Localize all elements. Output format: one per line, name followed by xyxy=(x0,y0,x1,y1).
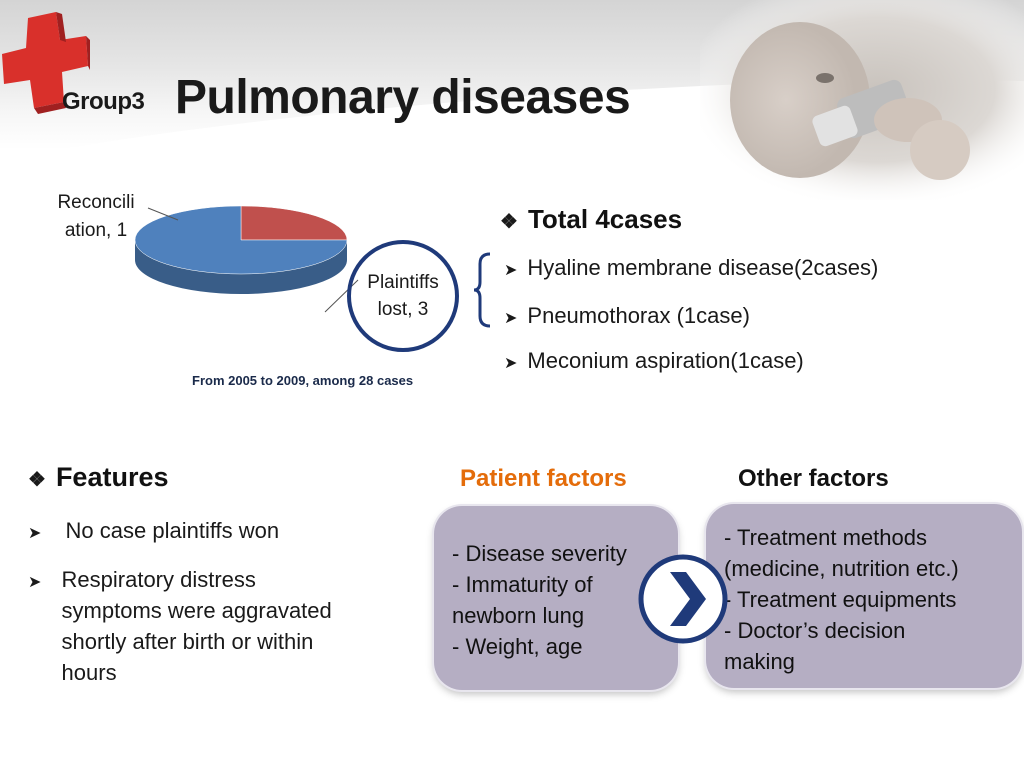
summary-item-text: Hyaline membrane disease(2cases) xyxy=(527,255,879,280)
pie-slice-0 xyxy=(240,205,348,241)
chart-note: From 2005 to 2009, among 28 cases xyxy=(192,373,414,388)
pie-slice-1 xyxy=(134,205,348,275)
plaintiffs-lost-label-line1: Plaintiffs xyxy=(367,272,438,293)
patient-factor-line: - Weight, age xyxy=(452,634,583,659)
reconciliation-label-line1: Reconcili xyxy=(57,192,134,213)
diamond-bullet-icon: ❖ xyxy=(28,469,46,491)
feature-line: No case plaintiffs won xyxy=(65,518,280,543)
patient-factors-box: - Disease severity - Immaturity of newbo… xyxy=(434,506,678,690)
plaintiffs-lost-label-line2: lost, 3 xyxy=(378,299,429,320)
red-cross-icon xyxy=(2,12,90,114)
arrow-bullet-icon: ➤ xyxy=(504,310,518,327)
summary-item: ➤ Meconium aspiration(1case) xyxy=(504,348,804,374)
other-factor-line: - Treatment equipments xyxy=(724,587,957,612)
other-factors-box: - Treatment methods (medicine, nutrition… xyxy=(706,504,1022,688)
other-factor-line: - Doctor’s decision xyxy=(724,618,906,643)
group-label: Group3 xyxy=(62,88,145,115)
other-factor-line: (medicine, nutrition etc.) xyxy=(724,556,959,581)
total-cases-text: Total 4cases xyxy=(527,204,683,234)
child-inhaler-photo xyxy=(700,0,1024,200)
summary-item: ➤ Pneumothorax (1case) xyxy=(504,303,750,329)
feature-line: hours xyxy=(61,660,117,685)
summary-item-text: Pneumothorax (1case) xyxy=(527,303,750,328)
page-title: Pulmonary diseases xyxy=(175,71,631,124)
reconciliation-label-line2: ation, 1 xyxy=(65,220,127,241)
other-factor-line: - Treatment methods xyxy=(724,525,927,550)
summary-item: ➤ Hyaline membrane disease(2cases) xyxy=(504,255,878,281)
pie-chart: Reconcili ation, 1 Plaintiffs lost, 3 xyxy=(57,192,459,352)
arrow-bullet-icon: ➤ xyxy=(28,574,42,591)
pie-slice-side xyxy=(135,240,347,294)
features-heading-text: Features xyxy=(55,462,169,492)
chevron-right-icon xyxy=(638,554,728,644)
brace-icon xyxy=(473,252,491,328)
other-factors-heading: Other factors xyxy=(738,465,889,492)
other-factor-line: making xyxy=(724,649,795,674)
arrow-bullet-icon: ➤ xyxy=(504,355,518,372)
patient-factor-line: - Disease severity xyxy=(452,541,627,566)
total-cases-heading: ❖ Total 4cases xyxy=(500,204,682,235)
feature-line: Respiratory distress xyxy=(61,567,256,592)
plaintiffs-lost-highlight-circle xyxy=(347,240,459,352)
diamond-bullet-icon: ❖ xyxy=(500,211,518,233)
summary-item-text: Meconium aspiration(1case) xyxy=(527,348,804,373)
arrow-bullet-icon: ➤ xyxy=(28,525,42,542)
arrow-bullet-icon: ➤ xyxy=(504,262,518,279)
patient-factor-line: newborn lung xyxy=(452,603,585,628)
feature-item: ➤ Respiratory distress symptoms were agg… xyxy=(28,564,332,688)
feature-item: ➤ No case plaintiffs won xyxy=(28,515,279,549)
patient-factors-heading: Patient factors xyxy=(460,465,627,492)
feature-line: symptoms were aggravated xyxy=(61,598,332,623)
pie-slices xyxy=(134,205,348,294)
feature-line: shortly after birth or within xyxy=(61,629,314,654)
patient-factor-line: - Immaturity of xyxy=(452,572,593,597)
features-heading: ❖ Features xyxy=(28,462,169,493)
